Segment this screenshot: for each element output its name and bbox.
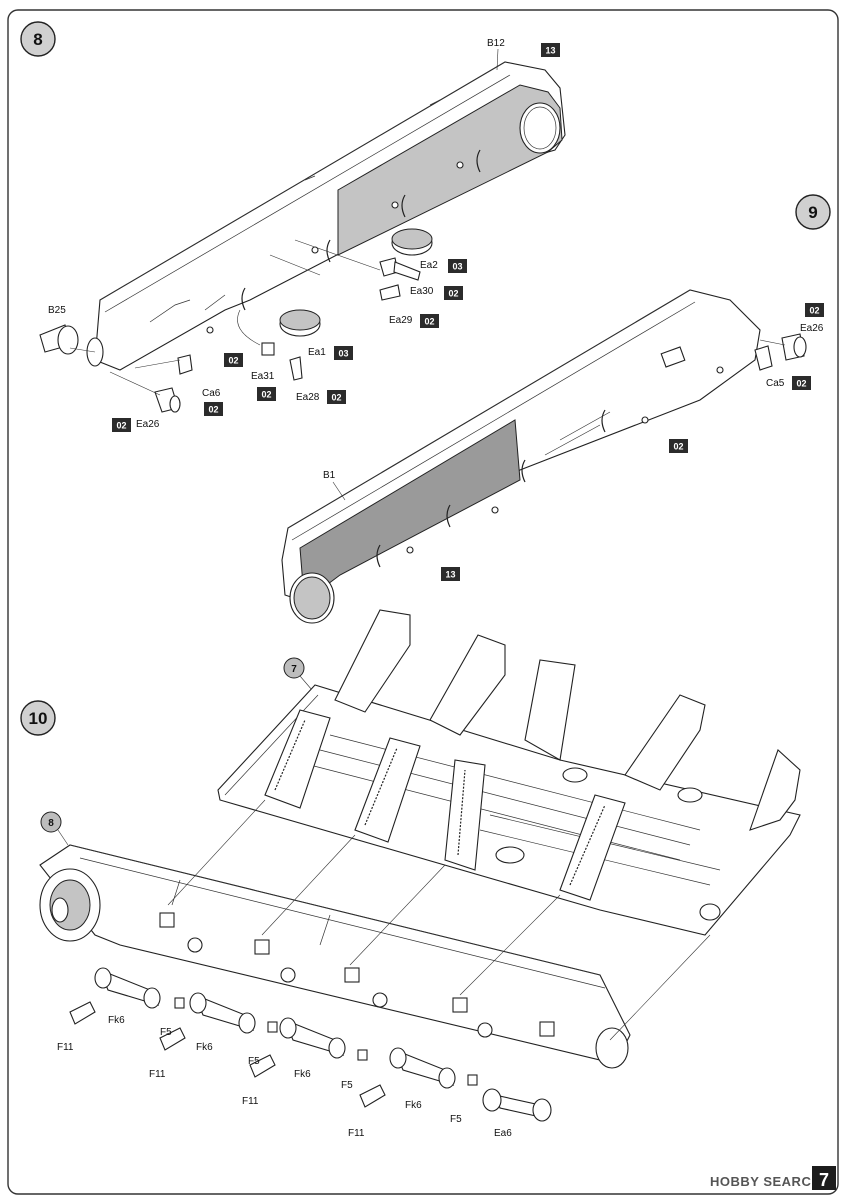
page-border [7, 9, 839, 1195]
step-8-group: 8 B12 [20, 21, 566, 432]
badge-02-hull-right: 02 [669, 439, 688, 453]
label-ca6: Ca6 [202, 388, 221, 399]
svg-text:13: 13 [545, 46, 555, 56]
badge-13-top: 13 [541, 43, 560, 57]
suspension-arms: Fk6 F11 F5 Fk6 F11 F5 Fk6 F11 F5 Fk6 F11… [57, 967, 552, 1139]
step-10-circle [20, 700, 56, 736]
label-f5-2: F5 [248, 1056, 260, 1067]
step-10-number: 10 [29, 709, 48, 728]
step-8-circle [20, 21, 56, 57]
badge-02-ea26-right: 02 [805, 303, 824, 317]
lower-side-hull: 8 [39, 811, 631, 1069]
arm-fk6-3 [249, 1017, 368, 1078]
label-ea30: Ea30 [410, 286, 434, 297]
label-f11-3: F11 [242, 1096, 259, 1107]
svg-text:13: 13 [445, 570, 455, 580]
svg-text:02: 02 [424, 317, 434, 327]
label-f5-3: F5 [341, 1080, 353, 1091]
badge-03-ea2: 03 [448, 259, 467, 273]
badge-02-ea30: 02 [444, 286, 463, 300]
label-f5-1: F5 [160, 1027, 172, 1038]
badge-02-ea29: 02 [420, 314, 439, 328]
label-b12: B12 [487, 38, 505, 49]
step-9-group: 9 B1 Ea26 [281, 194, 831, 624]
svg-text:02: 02 [261, 390, 271, 400]
svg-text:02: 02 [208, 405, 218, 415]
step-9-parts: Ea26 Ca5 02 02 02 13 [441, 303, 824, 581]
badge-02-ea28: 02 [327, 390, 346, 404]
page-number: 7 [819, 1170, 829, 1190]
label-b1: B1 [323, 470, 336, 481]
footer: HOBBY SEARCH 7 [710, 1166, 836, 1190]
ref-8: 8 [48, 818, 54, 829]
svg-text:03: 03 [338, 349, 348, 359]
step-8-parts: B25 Ca6 Ea26 Ea1 Ea31 Ea28 E [39, 43, 560, 432]
ref-7: 7 [291, 664, 297, 675]
label-f5-4: F5 [450, 1114, 462, 1125]
label-b25: B25 [48, 305, 66, 316]
spring-unit-1 [264, 709, 331, 809]
label-fk6-4: Fk6 [405, 1100, 422, 1111]
label-fk6-2: Fk6 [196, 1042, 213, 1053]
label-f11-2: F11 [149, 1069, 166, 1080]
hull-floor-assembly: 7 [217, 609, 801, 936]
label-f11-4: F11 [348, 1128, 365, 1139]
spring-unit-2 [354, 737, 421, 843]
label-fk6-3: Fk6 [294, 1069, 311, 1080]
side-panel-b12: B12 [94, 38, 566, 371]
label-ea29: Ea29 [389, 315, 413, 326]
arm-ea6 [482, 1088, 552, 1122]
label-ea6: Ea6 [494, 1128, 512, 1139]
label-fk6-1: Fk6 [108, 1015, 125, 1026]
svg-text:02: 02 [809, 306, 819, 316]
badge-02-hull: 02 [224, 353, 243, 367]
svg-text:02: 02 [228, 356, 238, 366]
side-panel-b1: B1 [281, 289, 761, 624]
svg-text:02: 02 [673, 442, 683, 452]
badge-02-ca6: 02 [204, 402, 223, 416]
arm-fk6-2 [159, 992, 278, 1051]
page-number-box [812, 1166, 836, 1190]
step-9-circle [795, 194, 831, 230]
badge-03-ea1: 03 [334, 346, 353, 360]
svg-text:02: 02 [448, 289, 458, 299]
alignment-lines [167, 799, 711, 1041]
step-9-number: 9 [808, 203, 817, 222]
badge-02-ea31: 02 [257, 387, 276, 401]
label-ea26-right: Ea26 [800, 323, 824, 334]
label-f11-1: F11 [57, 1042, 74, 1053]
arm-fk6-1 [69, 967, 185, 1025]
label-ea26-left: Ea26 [136, 419, 160, 430]
spring-unit-3 [444, 759, 486, 871]
badge-02-ea26-left: 02 [112, 418, 131, 432]
label-ea28: Ea28 [296, 392, 320, 403]
label-ea2: Ea2 [420, 260, 438, 271]
svg-text:03: 03 [452, 262, 462, 272]
spring-unit-4 [559, 794, 626, 901]
svg-text:02: 02 [116, 421, 126, 431]
label-ea1: Ea1 [308, 347, 326, 358]
svg-text:02: 02 [796, 379, 806, 389]
step-8-number: 8 [33, 30, 42, 49]
arm-fk6-4 [359, 1047, 478, 1108]
label-ca5: Ca5 [766, 378, 785, 389]
badge-13-bottom: 13 [441, 567, 460, 581]
svg-text:02: 02 [331, 393, 341, 403]
step-10-group: 10 7 [20, 609, 801, 1139]
badge-02-ca5: 02 [792, 376, 811, 390]
watermark: HOBBY SEARCH [710, 1174, 821, 1189]
label-ea31: Ea31 [251, 371, 275, 382]
